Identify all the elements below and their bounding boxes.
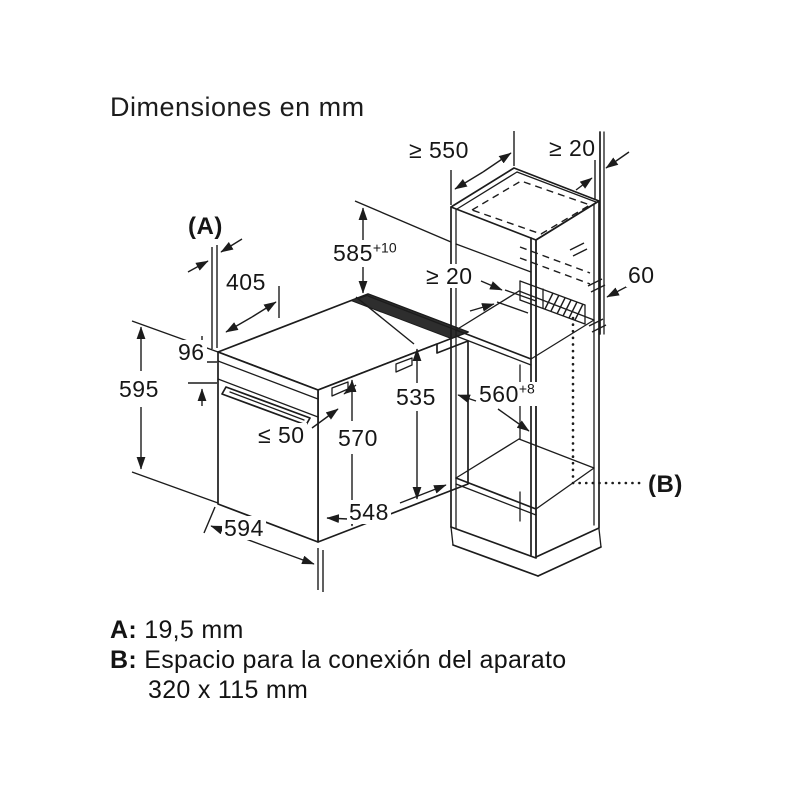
legend-line-a: A: 19,5 mm	[110, 616, 244, 644]
dim-595-label: 595	[117, 376, 161, 402]
ref-b-label: (B)	[646, 471, 685, 498]
connection-recess-hatch	[519, 280, 586, 325]
legend-line-b2: 320 x 115 mm	[148, 676, 309, 704]
dim-96-label: 96	[176, 339, 207, 365]
oven-drawing	[131, 238, 470, 592]
dim-560-label: 560+8	[477, 380, 537, 407]
dim-535-label: 535	[394, 384, 438, 410]
dim-585-label: 585+10	[331, 239, 399, 266]
cabinet-drawing	[354, 131, 646, 577]
dim-548-label: 548	[347, 499, 391, 525]
dim-60-label: 60	[626, 262, 657, 288]
dim-20-inner-label: ≥ 20	[424, 263, 475, 289]
dim-405-label: 405	[224, 269, 268, 295]
dim-20-top-label: ≥ 20	[547, 135, 598, 161]
legend-line-b: B: Espacio para la conexión del aparato	[110, 646, 567, 674]
dim-50-label: ≤ 50	[256, 422, 307, 448]
dim-550-label: ≥ 550	[407, 137, 471, 163]
page-title: Dimensiones en mm	[110, 92, 365, 122]
cabinet-side-panel	[535, 200, 600, 558]
connection-reference-line	[571, 316, 643, 485]
dim-594-label: 594	[222, 515, 266, 541]
ref-a-label: (A)	[186, 213, 225, 240]
dim-570-label: 570	[336, 425, 380, 451]
